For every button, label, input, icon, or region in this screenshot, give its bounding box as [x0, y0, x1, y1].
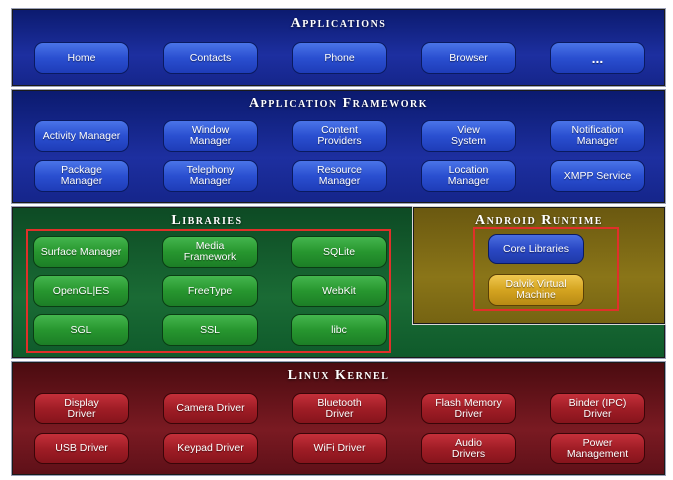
- applications-layer: Applications Home Contacts Phone Browser…: [11, 8, 666, 87]
- runtime-title: Android Runtime: [475, 213, 603, 228]
- libraries-highlight-box: [26, 229, 391, 353]
- libraries-title: Libraries: [171, 213, 243, 228]
- kernel-flash-memory-driver[interactable]: Flash Memory Driver: [421, 393, 516, 424]
- app-contacts-button[interactable]: Contacts: [163, 42, 258, 74]
- runtime-highlight-box: [473, 227, 619, 311]
- framework-view-system[interactable]: View System: [421, 120, 516, 152]
- app-browser-button[interactable]: Browser: [421, 42, 516, 74]
- kernel-audio-drivers[interactable]: Audio Drivers: [421, 433, 516, 464]
- kernel-layer: Linux Kernel Display Driver Camera Drive…: [11, 361, 666, 476]
- runtime-core-libraries[interactable]: Core Libraries: [488, 234, 584, 264]
- kernel-camera-driver[interactable]: Camera Driver: [163, 393, 258, 424]
- runtime-dalvik-vm[interactable]: Dalvik Virtual Machine: [488, 274, 584, 306]
- framework-content-providers[interactable]: Content Providers: [292, 120, 387, 152]
- framework-resource-manager[interactable]: Resource Manager: [292, 160, 387, 192]
- kernel-power-management[interactable]: Power Management: [550, 433, 645, 464]
- lib-surface-manager[interactable]: Surface Manager: [33, 236, 129, 268]
- lib-media-framework[interactable]: Media Framework: [162, 236, 258, 268]
- runtime-layer: Android Runtime Core Libraries Dalvik Vi…: [412, 206, 666, 325]
- framework-location-manager[interactable]: Location Manager: [421, 160, 516, 192]
- framework-package-manager[interactable]: Package Manager: [34, 160, 129, 192]
- kernel-keypad-driver[interactable]: Keypad Driver: [163, 433, 258, 464]
- kernel-bluetooth-driver[interactable]: Bluetooth Driver: [292, 393, 387, 424]
- app-phone-button[interactable]: Phone: [292, 42, 387, 74]
- kernel-wifi-driver[interactable]: WiFi Driver: [292, 433, 387, 464]
- lib-sgl[interactable]: SGL: [33, 314, 129, 346]
- lib-libc[interactable]: libc: [291, 314, 387, 346]
- framework-window-manager[interactable]: Window Manager: [163, 120, 258, 152]
- framework-notification-manager[interactable]: Notification Manager: [550, 120, 645, 152]
- lib-webkit[interactable]: WebKit: [291, 275, 387, 307]
- applications-title: Applications: [290, 16, 387, 31]
- lib-freetype[interactable]: FreeType: [162, 275, 258, 307]
- framework-title: Application Framework: [248, 96, 429, 111]
- kernel-display-driver[interactable]: Display Driver: [34, 393, 129, 424]
- framework-layer: Application Framework Activity Manager W…: [11, 89, 666, 204]
- framework-telephony-manager[interactable]: Telephony Manager: [163, 160, 258, 192]
- kernel-usb-driver[interactable]: USB Driver: [34, 433, 129, 464]
- lib-sqlite[interactable]: SQLite: [291, 236, 387, 268]
- framework-activity-manager[interactable]: Activity Manager: [34, 120, 129, 152]
- app-home-button[interactable]: Home: [34, 42, 129, 74]
- lib-ssl[interactable]: SSL: [162, 314, 258, 346]
- kernel-binder-ipc-driver[interactable]: Binder (IPC) Driver: [550, 393, 645, 424]
- framework-xmpp-service[interactable]: XMPP Service: [550, 160, 645, 192]
- lib-opengl-es[interactable]: OpenGL|ES: [33, 275, 129, 307]
- app-more-button[interactable]: ...: [550, 42, 645, 74]
- kernel-title: Linux Kernel: [287, 368, 390, 383]
